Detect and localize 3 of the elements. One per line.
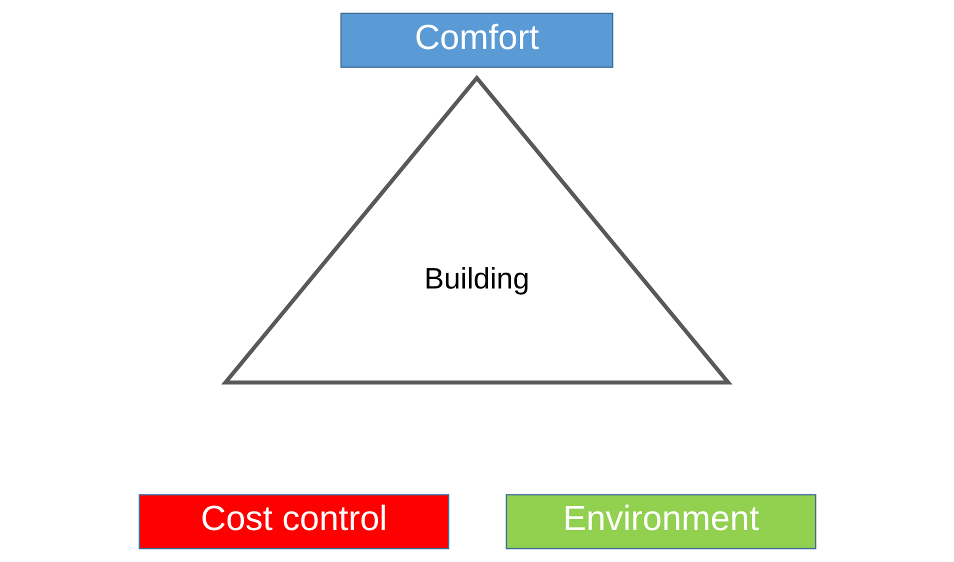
node-box: Cost control bbox=[138, 494, 449, 550]
node-box: Environment bbox=[505, 494, 816, 550]
node-box: Comfort bbox=[340, 12, 613, 68]
